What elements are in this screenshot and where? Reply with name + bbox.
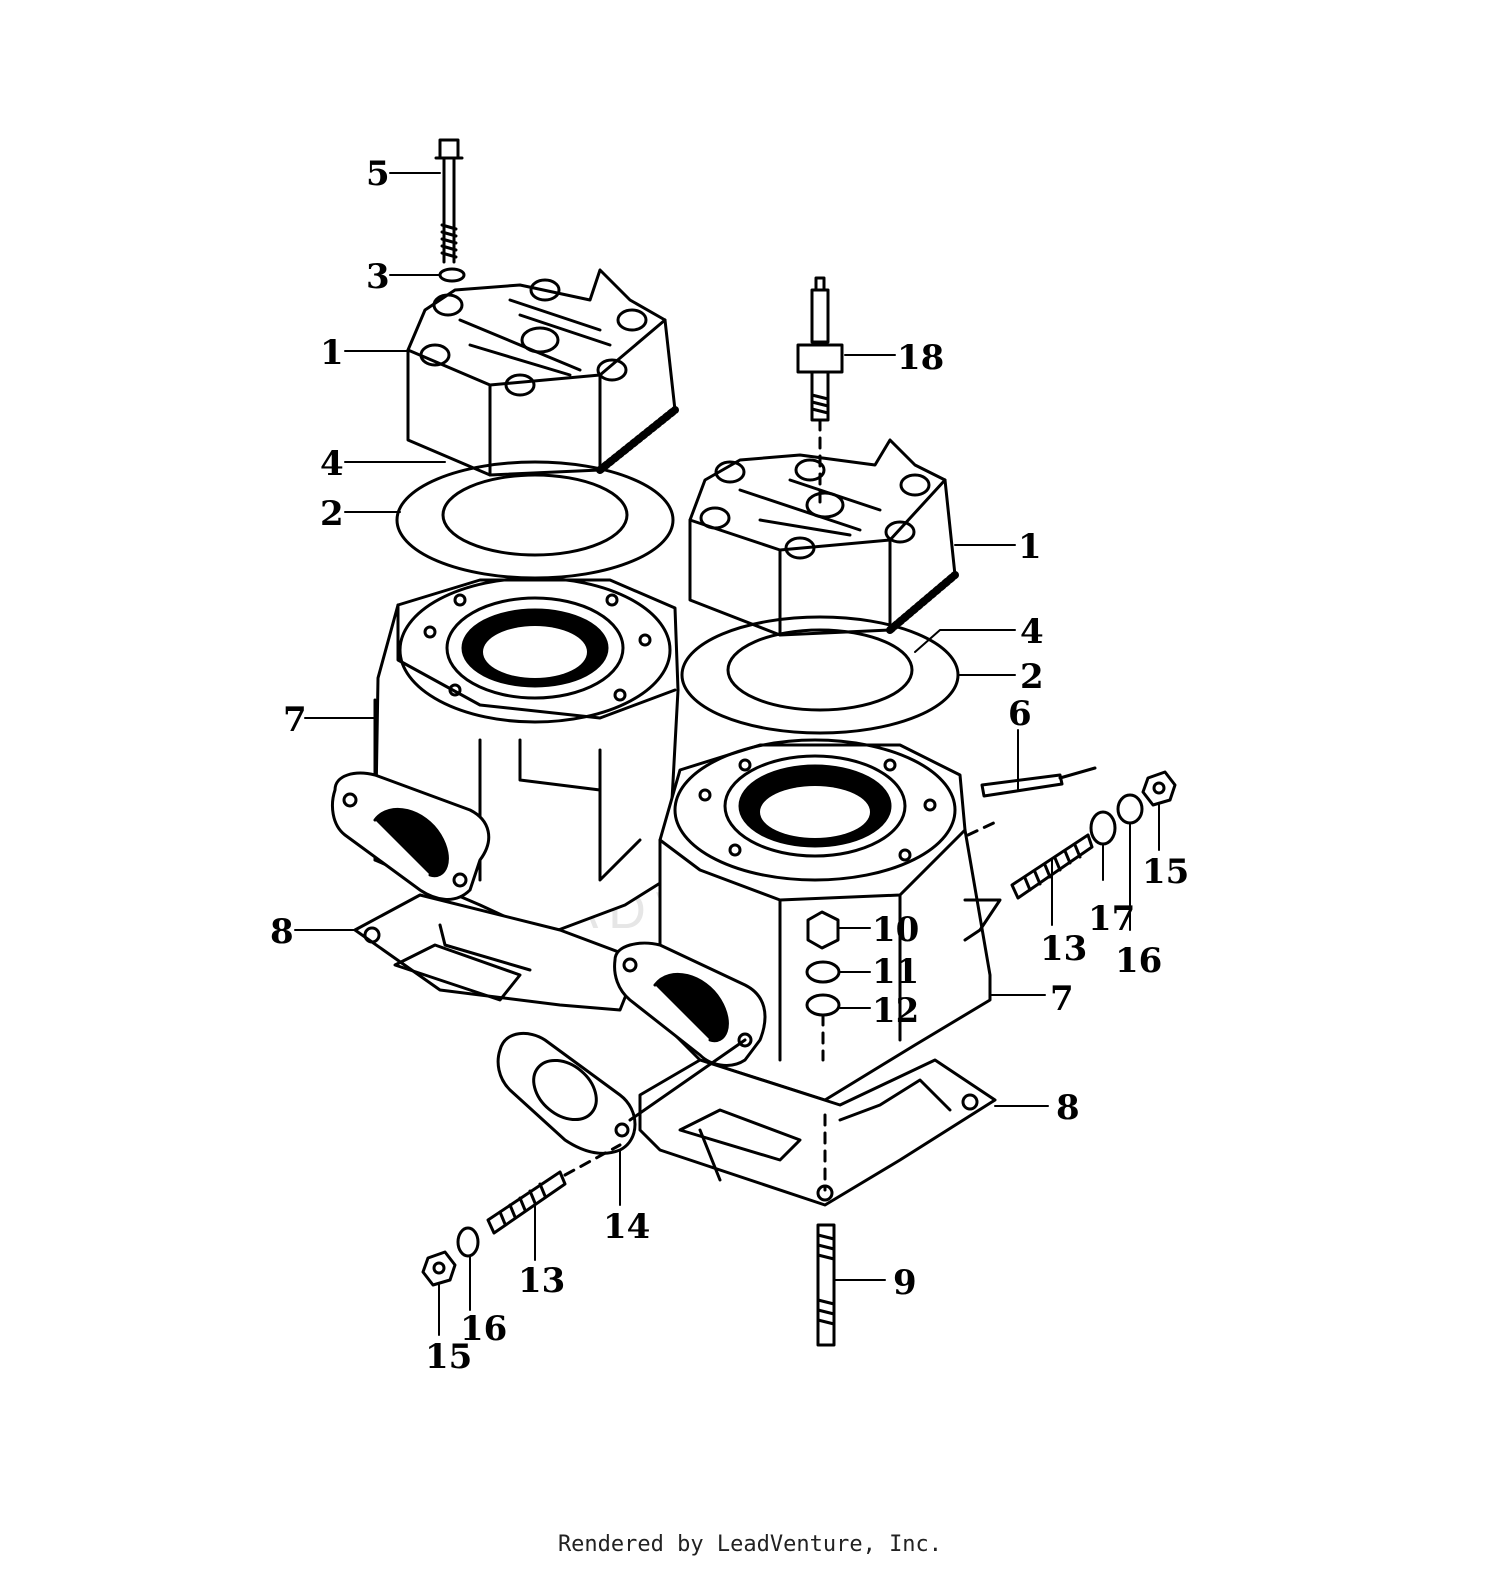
callout-8-right: 8	[1056, 1088, 1080, 1128]
callout-1-left: 1	[320, 333, 344, 373]
nut-15-right	[1141, 770, 1177, 807]
left-base-gasket	[353, 893, 642, 1012]
callout-10: 10	[872, 910, 919, 950]
callout-5: 5	[366, 154, 390, 194]
nut-15-left	[421, 1250, 457, 1287]
left-cylinder-head	[406, 268, 679, 477]
spark-plug	[796, 276, 844, 507]
head-bolt	[434, 138, 464, 264]
callout-17: 17	[1088, 899, 1135, 939]
callout-9: 9	[893, 1263, 917, 1303]
right-cylinder-head	[688, 438, 959, 637]
left-head-gaskets	[395, 460, 675, 580]
callout-18: 18	[897, 338, 944, 378]
callout-3: 3	[366, 257, 390, 297]
callout-4-right: 4	[1020, 612, 1044, 652]
nut-10	[806, 910, 840, 950]
callout-13-left: 13	[518, 1261, 565, 1301]
stud-9	[816, 1223, 836, 1347]
exhaust-gasket	[496, 1031, 637, 1155]
left-cylinder	[331, 576, 680, 937]
lockwasher-16-left	[456, 1226, 480, 1258]
callout-12: 12	[872, 991, 919, 1031]
callout-8-left: 8	[270, 912, 294, 952]
callouts: 5 3 1 4 2 7 8 18 1 4 2 6 15 17 16 13 10 …	[270, 154, 1189, 1377]
callout-2-right: 2	[1020, 657, 1044, 697]
leader-lines	[294, 172, 1160, 1336]
dowel-pin	[966, 766, 1097, 837]
washer	[438, 267, 466, 283]
callout-15-right: 15	[1142, 852, 1189, 892]
callout-16-left: 16	[460, 1309, 507, 1349]
callout-4-left: 4	[320, 444, 344, 484]
callout-13-right: 13	[1040, 929, 1087, 969]
callout-7-right: 7	[1050, 979, 1074, 1019]
callout-2-left: 2	[320, 494, 344, 534]
callout-11: 11	[872, 952, 919, 992]
right-base-gasket	[638, 1058, 997, 1207]
lockwasher-16-right	[1116, 793, 1144, 825]
render-credit: Rendered by LeadVenture, Inc.	[557, 1532, 943, 1557]
washer-17	[1089, 810, 1117, 846]
callout-15-left: 15	[425, 1337, 472, 1377]
right-cylinder	[613, 738, 1002, 1102]
callout-7-left: 7	[283, 700, 307, 740]
callout-1-right: 1	[1018, 527, 1042, 567]
stud-13-left	[486, 1038, 747, 1235]
callout-6: 6	[1008, 694, 1032, 734]
callout-14: 14	[603, 1207, 650, 1247]
callout-16-right: 16	[1115, 941, 1162, 981]
